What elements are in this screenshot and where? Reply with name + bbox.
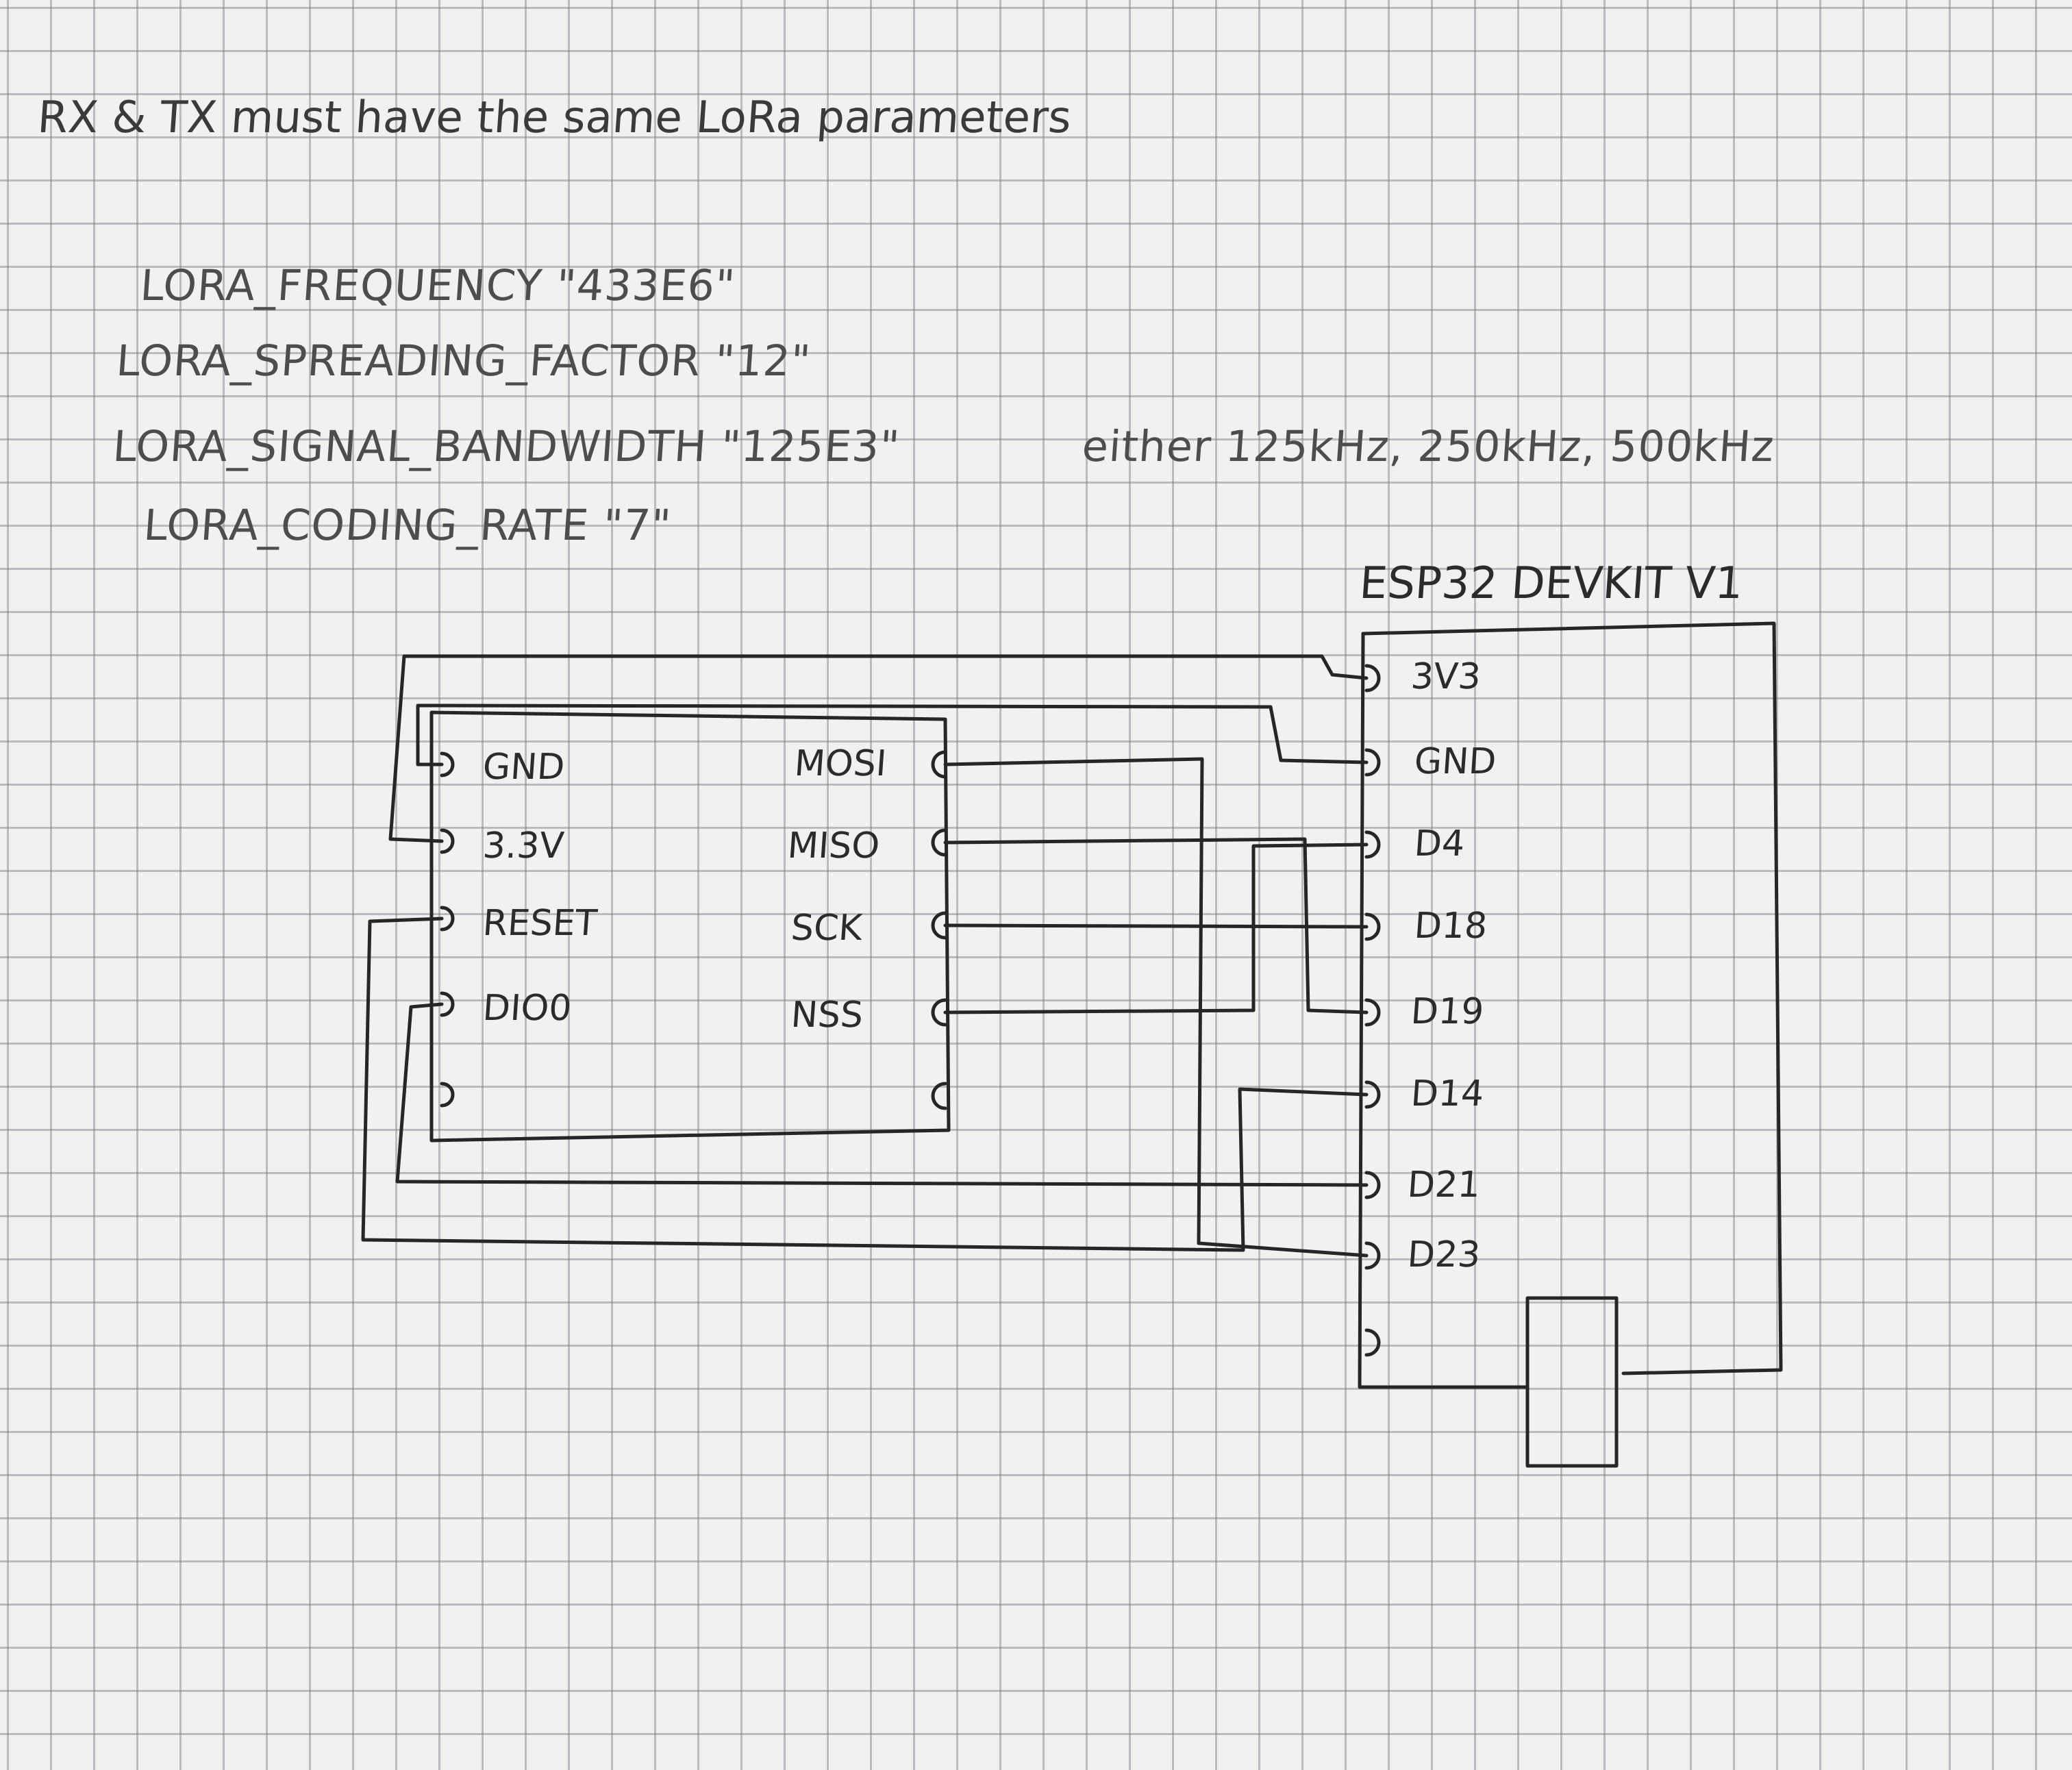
esp32-pin-label-d21: D21 (1406, 1164, 1482, 1206)
esp32-pin-label-d14: D14 (1409, 1073, 1486, 1114)
esp32-pin-label-d23: D23 (1406, 1234, 1482, 1275)
lora-pin-label-gnd: GND (481, 747, 566, 788)
wire-gnd (416, 703, 1369, 766)
lora-pin-gnd-connector (440, 751, 455, 777)
wire-reset (361, 917, 1369, 1252)
esp32-pin-d14-connector (1364, 1080, 1381, 1109)
esp32-pin-gnd-connector (1364, 748, 1381, 777)
esp32-board-outline (1361, 621, 1783, 1375)
wire-mosi (943, 757, 1369, 1258)
esp32-pin-d18-connector (1364, 912, 1381, 941)
lora-pin-nss-connector (931, 998, 947, 1027)
lora-pin-label-sck: SCK (789, 908, 864, 949)
lora-pin-label-dio0: DIO0 (481, 988, 573, 1029)
esp32-pin-label-d4: D4 (1412, 823, 1466, 864)
esp32-title: ESP32 DEVKIT V1 (1358, 558, 1745, 609)
wire-dio0 (395, 1002, 1369, 1187)
lora-pin-6-connector (931, 1082, 947, 1110)
wire-miso (943, 837, 1369, 1014)
esp32-pin-3v3-connector (1364, 664, 1381, 693)
esp32-pin-label-gnd: GND (1412, 741, 1498, 782)
lora-pin-reset-connector (440, 906, 455, 932)
lora-pin-miso-connector (931, 828, 947, 857)
esp32-pin-d4-connector (1364, 830, 1381, 859)
esp32-pin-label-3v3: 3V3 (1409, 656, 1482, 697)
lora-pin-label-nss: NSS (789, 995, 865, 1036)
esp32-pin-d23-connector (1364, 1241, 1381, 1270)
lora-pin-5-connector (440, 1082, 455, 1108)
lora-pin-sck-connector (931, 911, 947, 940)
esp32-pin-label-d18: D18 (1412, 906, 1489, 947)
wire-nss (943, 843, 1369, 1014)
lora-pin-label-3v3: 3.3V (481, 825, 566, 867)
lora-pin-label-reset: RESET (481, 903, 599, 944)
lora-pin-3v3-connector (440, 828, 455, 854)
esp32-board-outline-left (1358, 632, 1530, 1389)
esp32-pin-d19-connector (1364, 998, 1381, 1027)
lora-pin-label-miso: MISO (786, 825, 882, 867)
lora-pin-mosi-connector (931, 750, 947, 779)
lora-module-outline (429, 710, 951, 1143)
esp32-pin-d21-connector (1364, 1171, 1381, 1199)
lora-pin-dio0-connector (440, 991, 455, 1017)
esp32-pin-9-connector (1364, 1328, 1381, 1357)
lora-pin-label-mosi: MOSI (792, 743, 888, 784)
wire-3v3 (388, 654, 1369, 843)
esp32-pin-label-d19: D19 (1409, 991, 1486, 1032)
usb-connector (1525, 1296, 1619, 1468)
wire-sck (943, 923, 1369, 929)
